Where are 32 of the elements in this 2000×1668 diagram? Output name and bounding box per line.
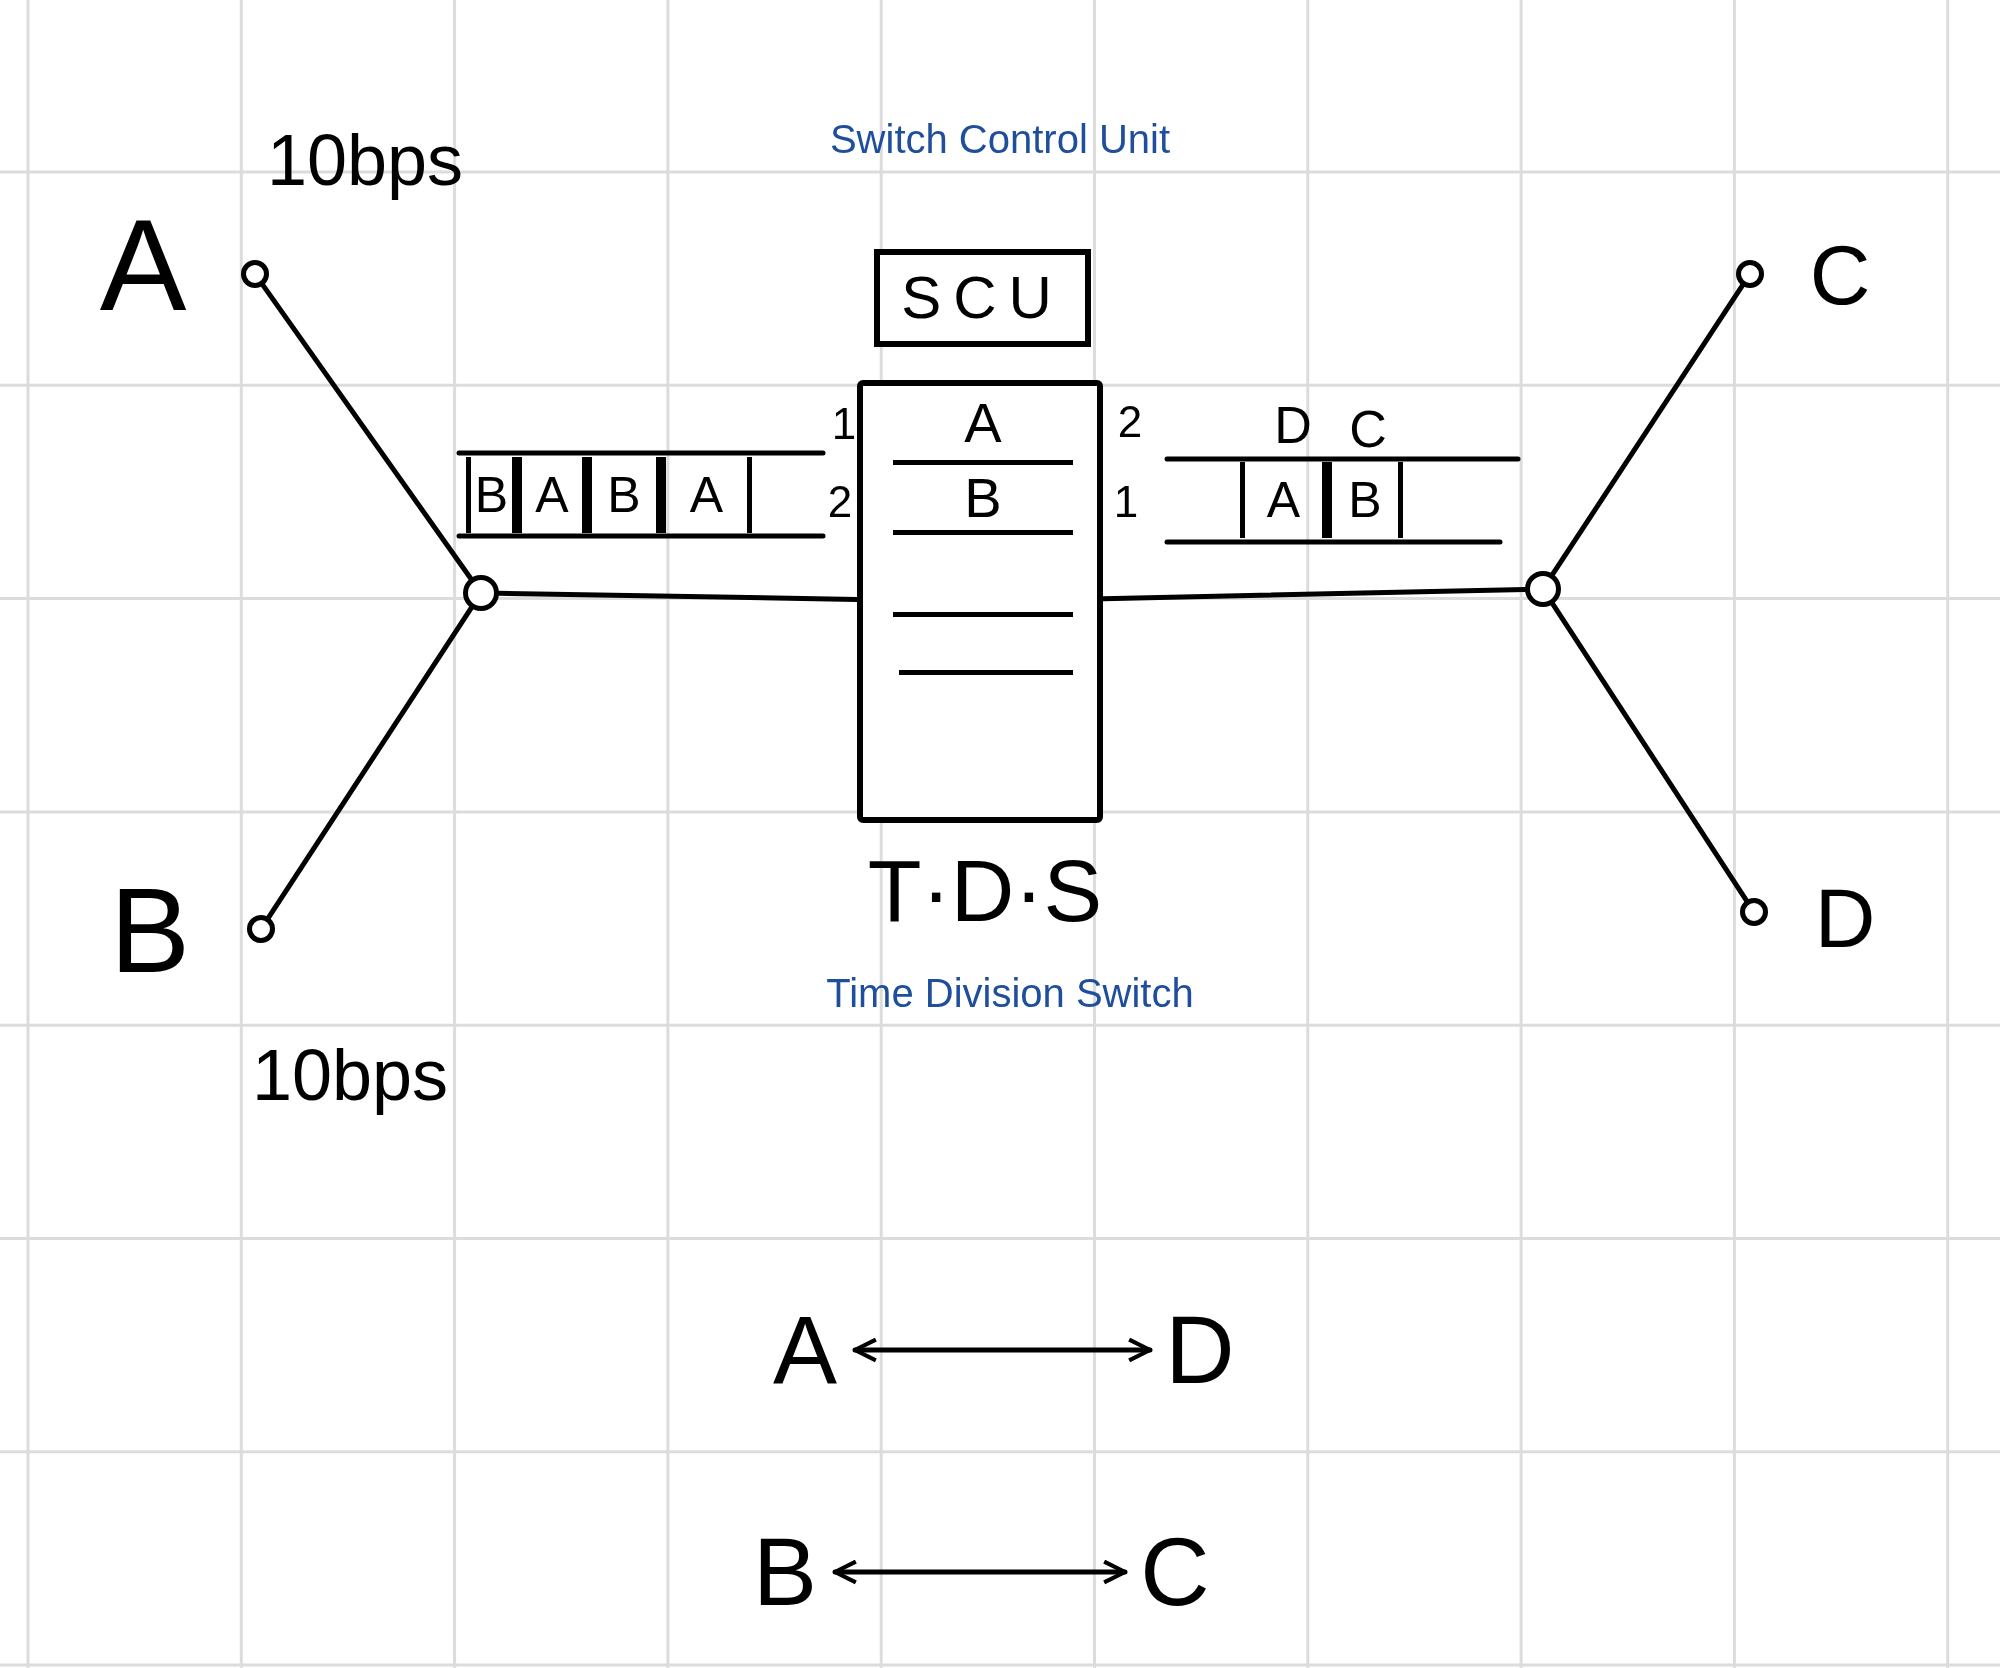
time-slot: B bbox=[587, 457, 661, 533]
terminal-letter: A bbox=[98, 191, 188, 340]
endpoint-letter: D bbox=[1165, 1302, 1235, 1398]
switch-memory-box bbox=[857, 380, 1103, 823]
double-arrow bbox=[852, 1337, 1153, 1363]
unit-text: SCU bbox=[901, 268, 1064, 328]
terminal-letter: C bbox=[1808, 227, 1872, 324]
terminal-letter: B bbox=[108, 862, 191, 999]
time-slot: A bbox=[517, 457, 587, 533]
slot-letter: A bbox=[964, 395, 1002, 451]
time-slot: A bbox=[1240, 462, 1327, 538]
switch-caption: Time Division Switch bbox=[825, 970, 1195, 1017]
time-slot: B bbox=[1327, 462, 1403, 538]
slot-destination: D bbox=[1273, 395, 1313, 456]
terminal-letter: D bbox=[1813, 870, 1877, 967]
time-slot: B bbox=[466, 457, 517, 533]
unit-box bbox=[874, 249, 1091, 347]
endpoint-letter: B bbox=[753, 1524, 817, 1620]
port-number: 2 bbox=[826, 476, 854, 528]
endpoint-letter: C bbox=[1140, 1524, 1210, 1620]
time-slot: A bbox=[661, 457, 752, 533]
switch-abbreviation: T·D·S bbox=[866, 839, 1104, 942]
rate-label: 10bps bbox=[265, 119, 465, 202]
double-arrow bbox=[832, 1559, 1128, 1585]
unit-caption: Switch Control Unit bbox=[828, 116, 1172, 163]
slot-destination: C bbox=[1348, 399, 1388, 460]
port-number: 2 bbox=[1116, 396, 1144, 448]
endpoint-letter: A bbox=[773, 1302, 837, 1398]
rate-label: 10bps bbox=[250, 1034, 450, 1117]
slot-letter: B bbox=[964, 469, 1002, 526]
port-number: 1 bbox=[1112, 476, 1140, 528]
port-number: 1 bbox=[830, 398, 858, 450]
